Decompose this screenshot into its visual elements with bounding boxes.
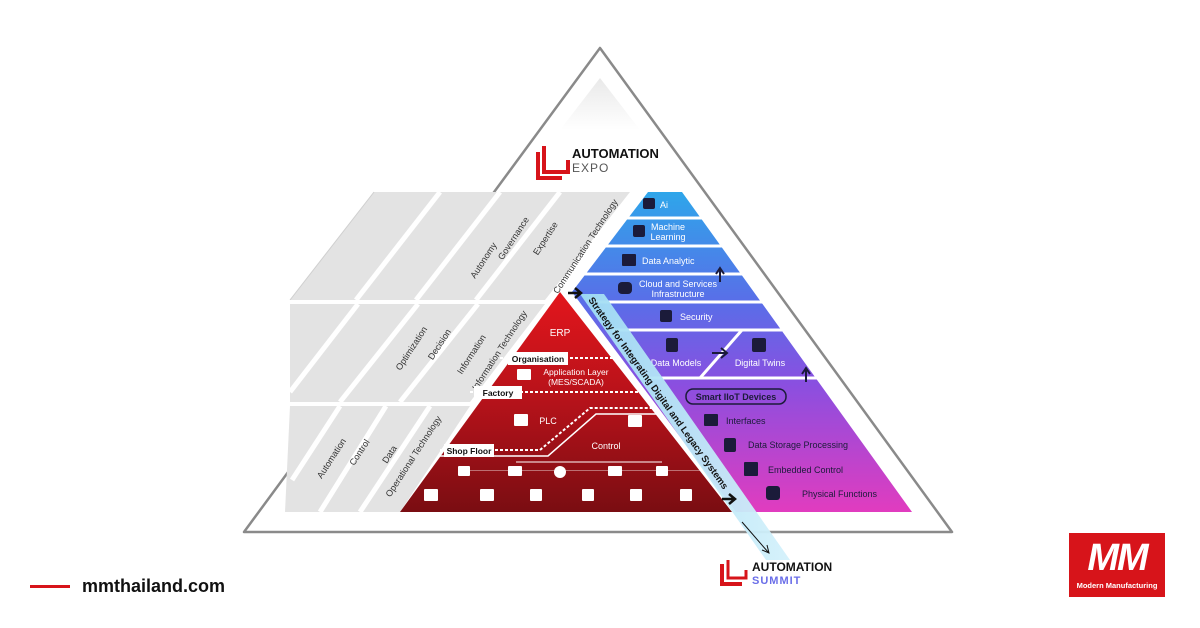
robot-arm-icon [656,466,668,476]
strategy-strip [580,294,790,560]
expo-logo-line2: EXPO [572,161,609,175]
summit-logo-bracket-icon [720,564,742,586]
grey-band-middle [290,304,545,402]
expo-logo-line1: AUTOMATION [572,146,659,161]
cloud-label-1: Cloud and Services [639,279,718,289]
app-layer-label-1: Application Layer [543,367,608,377]
strategy-arrow-end-icon [741,521,770,554]
organisation-tag [508,352,568,365]
factory-label: Factory [483,388,514,398]
cloud-label-2: Infrastructure [651,289,704,299]
valve-icon [582,489,594,501]
cabinet-icon [680,489,692,501]
pyramid-top-shading [560,78,640,130]
physical-functions-icon [766,486,780,500]
security-icon [660,310,672,322]
embedded-control-icon [744,462,758,476]
application-layer-icon [517,369,531,380]
red-dash-decoration [30,585,70,588]
up-arrow-icon-2 [801,366,811,382]
digital-twins-icon [752,338,766,352]
machine-icon [608,466,622,476]
summit-logo-line1: AUTOMATION [752,560,832,574]
chip-icon [530,489,542,501]
interfaces-label: Interfaces [726,416,766,426]
cloud-icon [618,282,632,294]
tool-icon-1 [424,489,438,501]
factory-tag [474,386,522,399]
mm-logo-text: MM [1087,537,1148,579]
machine-learning-icon [633,225,645,237]
shop-floor-label: Shop Floor [447,446,493,456]
website-footer: mmthailand.com [30,576,225,597]
up-arrow-icon-1 [715,266,725,282]
app-layer-label-2: (MES/SCADA) [548,377,604,387]
automation-summit-logo: AUTOMATION SUMMIT [720,560,832,587]
data-analytic-icon [622,254,636,266]
interfaces-icon [704,414,718,426]
plc-label: PLC [539,416,557,426]
ml-label-1: Machine [651,222,685,232]
strategy-arrow-top-icon [568,287,583,299]
ml-label-2: Learning [650,232,685,242]
right-band-separators [578,216,820,380]
data-storage-label: Data Storage Processing [748,440,848,450]
smart-iiot-tag [685,388,787,405]
strategy-arrow-bottom-icon [722,493,737,505]
data-models-icon [666,338,678,352]
ai-icon [643,198,655,209]
summit-logo-line2: SUMMIT [752,575,801,587]
right-gradient-pyramid [572,192,912,512]
mm-logo: MM Modern Manufacturing [1069,533,1165,597]
mm-logo-tagline: Modern Manufacturing [1076,581,1158,590]
embedded-control-label: Embedded Control [768,465,843,475]
plc-icon [514,414,528,426]
website-url[interactable]: mmthailand.com [82,576,226,596]
security-label: Security [680,312,713,322]
expo-logo-bracket-icon [542,146,570,174]
hmi-icon [628,415,642,427]
grey-band-bottom [285,406,470,512]
device-icons-row [424,466,692,501]
data-storage-icon [724,438,736,452]
right-arrow-icon [712,347,729,359]
control-label: Control [591,441,620,451]
gear-icon [554,466,566,478]
smart-iiot-label: Smart IIoT Devices [696,392,777,402]
worker-icon [630,489,642,501]
data-analytic-label: Data Analytic [642,256,695,266]
digital-twins-label: Digital Twins [735,358,786,368]
physical-functions-label: Physical Functions [802,489,878,499]
organisation-label: Organisation [512,354,564,364]
network-icon [508,466,522,476]
ai-label: Ai [660,200,668,210]
sensor-icon [458,466,470,476]
shop-floor-tag [444,444,494,457]
red-erp-label: ERP [550,328,571,339]
data-models-label: Data Models [651,358,702,368]
automation-expo-logo: AUTOMATION EXPO [536,146,659,180]
tool-icon-2 [480,489,494,501]
